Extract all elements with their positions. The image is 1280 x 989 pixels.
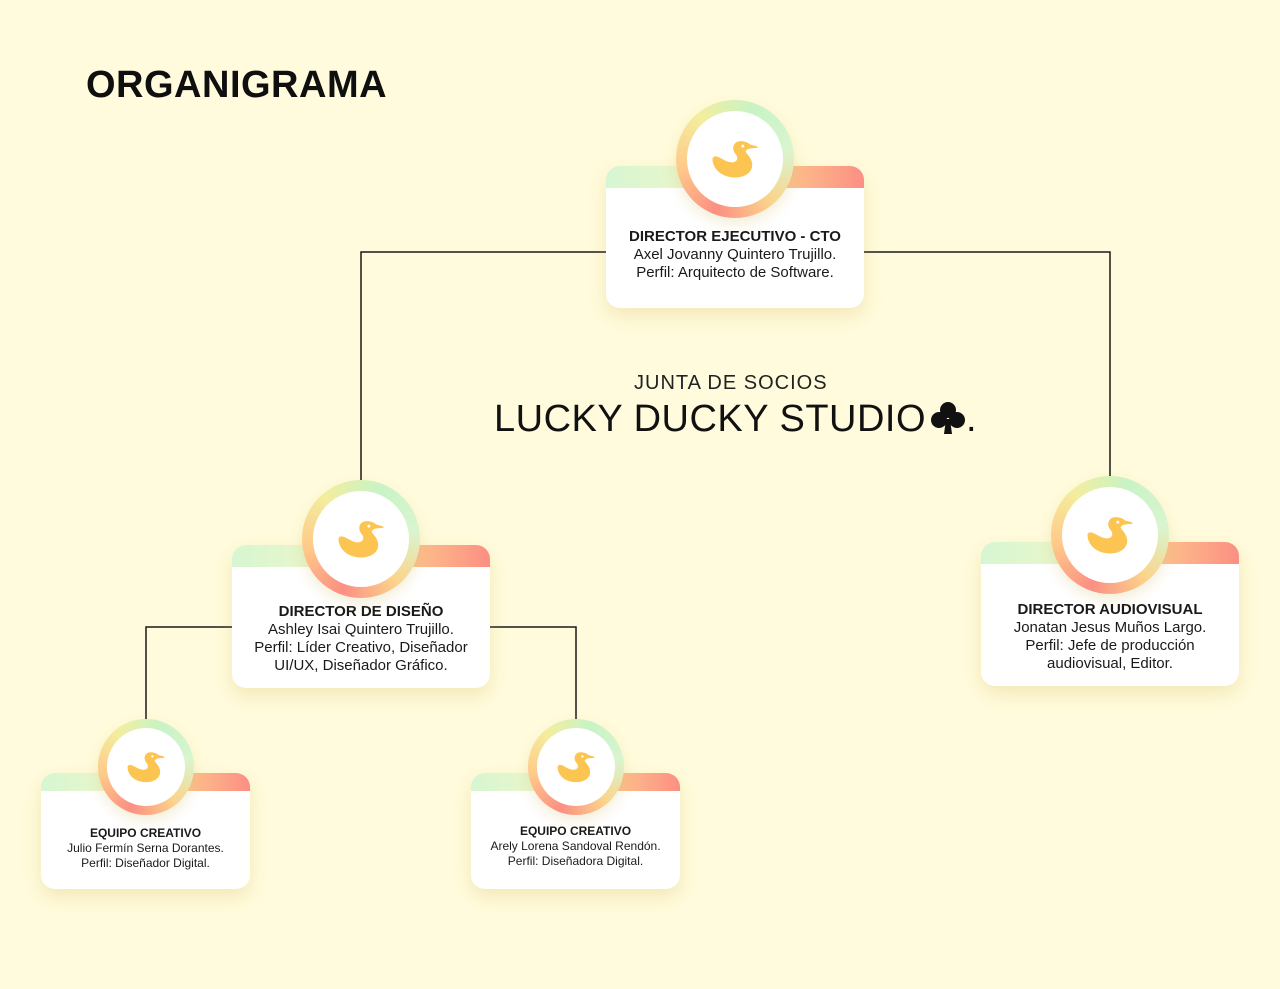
person-name: Axel Jovanny Quintero Trujillo. (633, 246, 837, 263)
avatar-ring (97, 719, 194, 815)
duck-icon (1082, 512, 1138, 558)
role-title: DIRECTOR EJECUTIVO - CTO (629, 228, 841, 245)
avatar-ring (676, 100, 794, 218)
connector-design-creative1 (145, 626, 232, 720)
avatar-ring (527, 719, 624, 815)
node-design-director: DIRECTOR DE DISEÑO Ashley Isai Quintero … (232, 480, 490, 688)
node-creative-team-2: EQUIPO CREATIVO Arely Lorena Sandoval Re… (471, 719, 680, 889)
person-name: Arely Lorena Sandoval Rendón. (490, 839, 661, 853)
club-icon (931, 402, 966, 434)
person-name: Julio Fermín Serna Dorantes. (67, 841, 224, 855)
duck-icon (707, 136, 763, 182)
role-title: EQUIPO CREATIVO (519, 824, 632, 838)
node-creative-team-1: EQUIPO CREATIVO Julio Fermín Serna Doran… (41, 719, 250, 889)
connector-cto-design (360, 251, 606, 480)
card-design-director: DIRECTOR DE DISEÑO Ashley Isai Quintero … (232, 545, 490, 688)
node-cto: DIRECTOR EJECUTIVO - CTO Axel Jovanny Qu… (606, 100, 864, 308)
connector-design-creative2 (490, 626, 577, 720)
person-profile: Perfil: Arquitecto de Software. (636, 264, 834, 281)
role-title: DIRECTOR DE DISEÑO (278, 603, 444, 620)
person-profile-cont: audiovisual, Editor. (1047, 655, 1173, 672)
board-caption: JUNTA DE SOCIOS (634, 372, 828, 394)
person-profile-cont: UI/UX, Diseñador Gráfico. (274, 657, 448, 674)
duck-icon (333, 516, 389, 562)
studio-name-text: LUCKY DUCKY STUDIO (494, 398, 927, 440)
role-title: EQUIPO CREATIVO (89, 826, 202, 840)
connector-cto-audiovisual (864, 251, 1111, 476)
person-profile: Perfil: Diseñadora Digital. (507, 854, 644, 868)
person-profile: Perfil: Jefe de producción (1025, 637, 1195, 654)
role-title: DIRECTOR AUDIOVISUAL (1017, 601, 1203, 618)
page-title: ORGANIGRAMA (86, 64, 388, 106)
duck-icon (123, 748, 169, 786)
person-profile: Perfil: Líder Creativo, Diseñador (254, 639, 468, 656)
node-audiovisual-director: DIRECTOR AUDIOVISUAL Jonatan Jesus Muños… (981, 476, 1239, 686)
studio-name: LUCKY DUCKY STUDIO . (494, 398, 977, 441)
avatar-ring (302, 480, 420, 598)
card-audiovisual-director: DIRECTOR AUDIOVISUAL Jonatan Jesus Muños… (981, 542, 1239, 686)
person-name: Ashley Isai Quintero Trujillo. (268, 621, 454, 638)
studio-name-suffix: . (966, 398, 978, 440)
person-profile: Perfil: Diseñador Digital. (81, 856, 210, 870)
duck-icon (553, 748, 599, 786)
card-creative-team-1: EQUIPO CREATIVO Julio Fermín Serna Doran… (41, 773, 250, 889)
person-name: Jonatan Jesus Muños Largo. (1013, 619, 1207, 636)
avatar-ring (1051, 476, 1169, 594)
